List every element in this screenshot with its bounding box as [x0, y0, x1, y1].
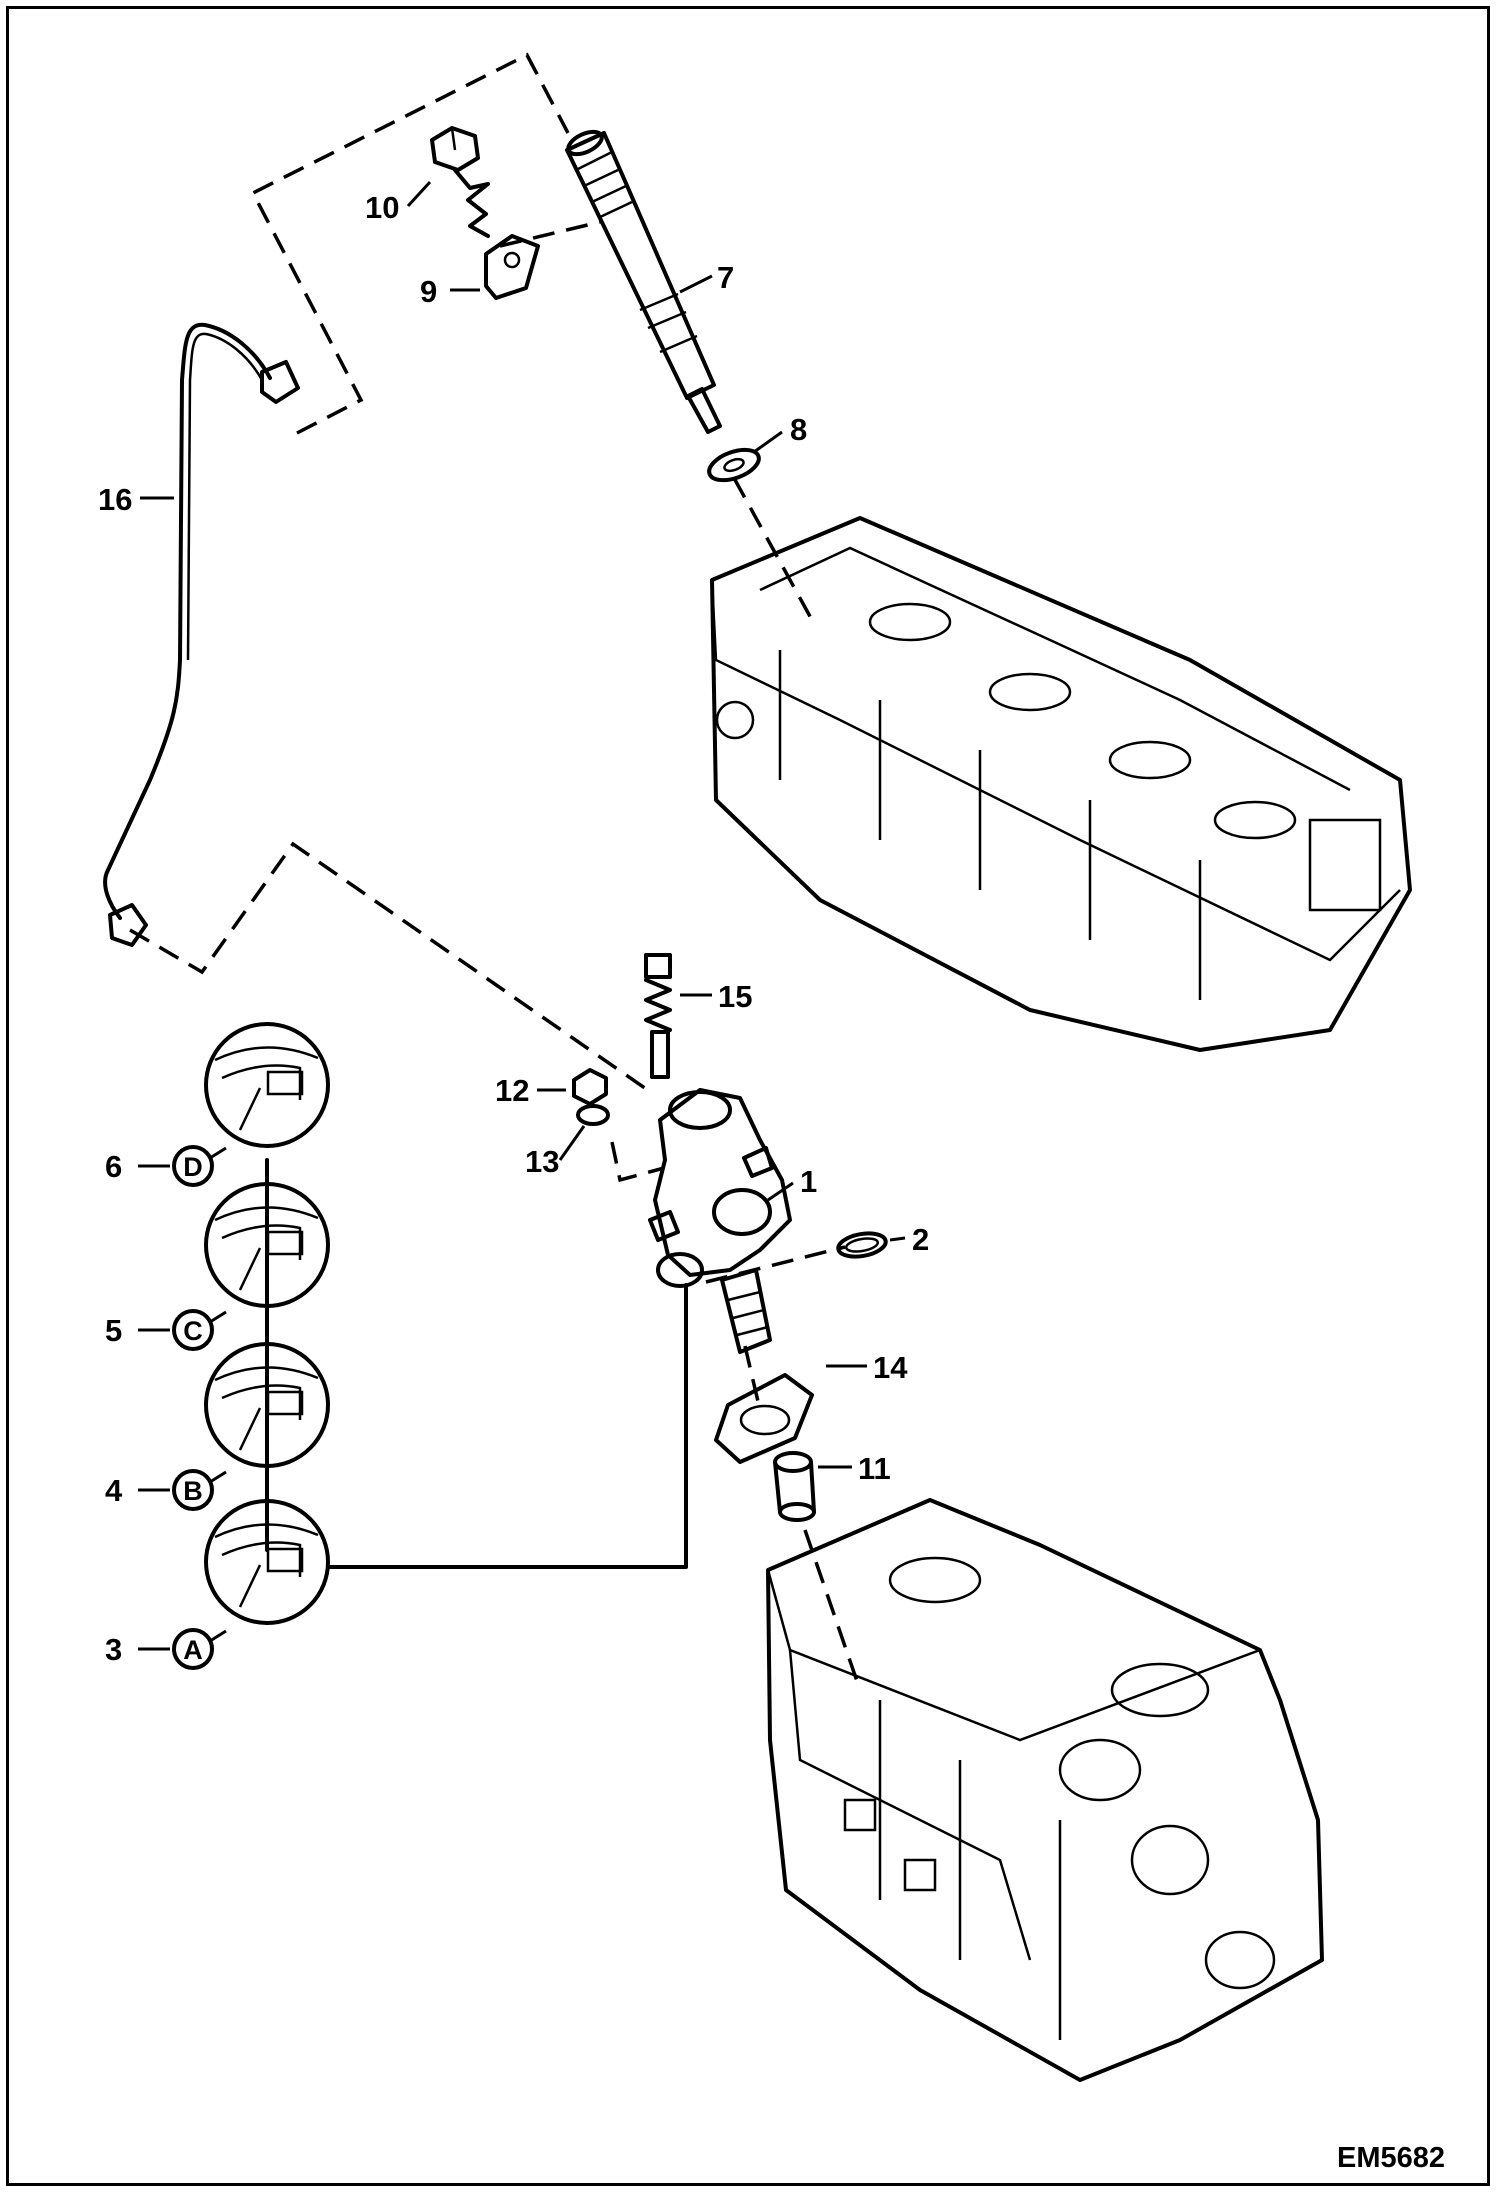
- variant-label-a: A: [183, 1635, 203, 1665]
- shim-detail-icon: [204, 1182, 330, 1308]
- variant-label-c: C: [183, 1316, 203, 1346]
- variant-label-b: B: [183, 1476, 203, 1506]
- drawing-code: EM5682: [1337, 2142, 1445, 2174]
- fuel-line-icon: [103, 322, 300, 947]
- callout-leaders: [140, 180, 906, 1469]
- callout-8: 8: [790, 412, 807, 447]
- tappet-icon: [773, 1451, 816, 1522]
- washer-icon: [576, 1104, 610, 1126]
- callout-numbers: 10 9 7 8 16 15 12 13 1 2 14 11 6 5 4 3: [98, 190, 929, 1667]
- callout-4: 4: [105, 1473, 123, 1508]
- callout-1: 1: [800, 1164, 817, 1199]
- callout-12: 12: [495, 1073, 529, 1108]
- callout-14: 14: [873, 1350, 908, 1385]
- engine-block-icon: [766, 1498, 1324, 2082]
- injection-pump-icon: [648, 1088, 792, 1354]
- cylinder-head-icon: [710, 516, 1412, 1052]
- callout-16: 16: [98, 482, 132, 517]
- callout-10: 10: [365, 190, 399, 225]
- page-border: [6, 6, 1490, 2186]
- injector-icon: [565, 129, 722, 434]
- shim-detail-icon: [204, 1022, 330, 1148]
- callout-2: 2: [912, 1222, 929, 1257]
- callout-6: 6: [105, 1149, 122, 1184]
- variant-label-d: D: [183, 1152, 203, 1182]
- seal-washer-icon: [707, 447, 761, 483]
- callout-7: 7: [717, 260, 734, 295]
- gasket-icon: [714, 1373, 814, 1464]
- clamp-icon: [484, 234, 540, 300]
- delivery-valve-icon: [644, 953, 672, 1079]
- callout-3: 3: [105, 1632, 122, 1667]
- nut-icon: [572, 1068, 608, 1106]
- callout-9: 9: [420, 274, 437, 309]
- assembly-guide-lines: [129, 52, 862, 1691]
- callout-5: 5: [105, 1313, 122, 1348]
- bolt-icon: [430, 126, 490, 238]
- shim-detail-icon: [204, 1499, 330, 1625]
- callout-15: 15: [718, 979, 752, 1014]
- shim-detail-icon: [204, 1342, 330, 1468]
- shim-variants: D C B A: [138, 1022, 688, 1670]
- o-ring-icon: [836, 1231, 888, 1259]
- callout-13: 13: [525, 1144, 559, 1179]
- callout-11: 11: [858, 1451, 891, 1486]
